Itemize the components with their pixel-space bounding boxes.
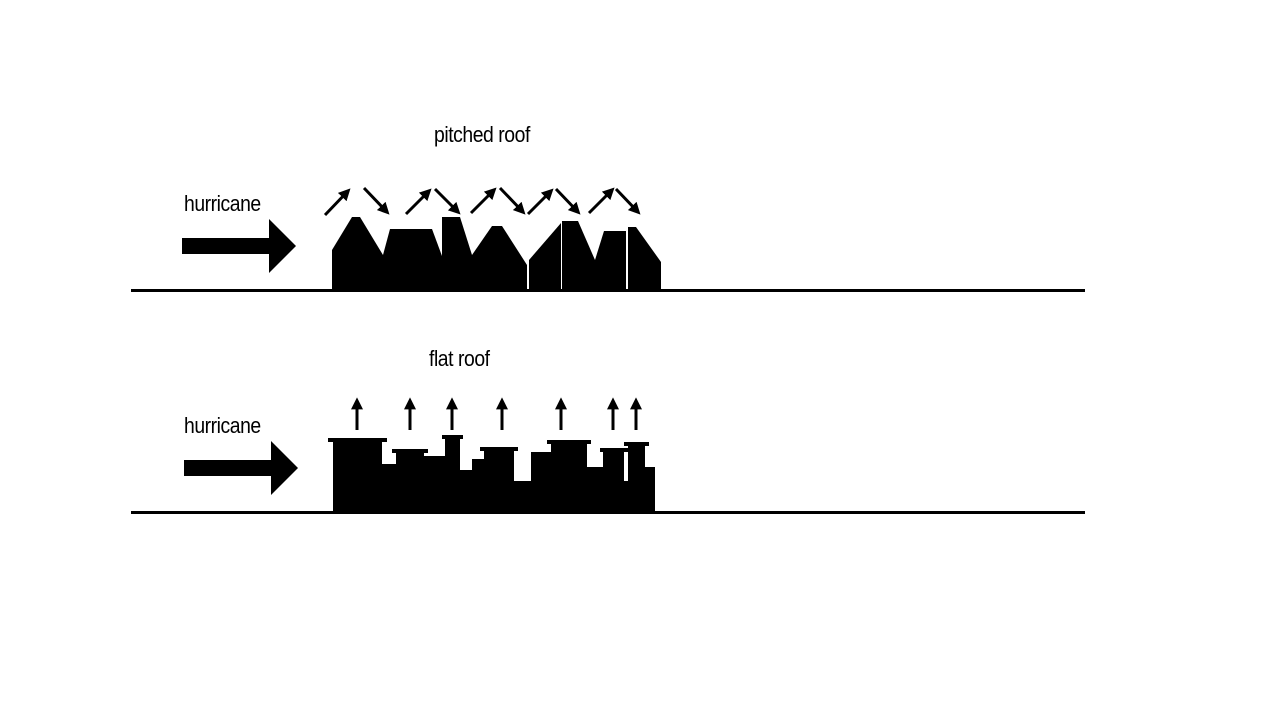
arrow-up-right-icon [587,187,615,215]
pitched-building [562,221,595,290]
pitched-roof-panel [131,186,1085,292]
arrow-down-right-icon [614,187,641,215]
roof-cap [328,438,387,442]
roof-cap [392,449,428,453]
flat-uplift-arrows [351,397,642,430]
flat-hurricane-label: hurricane [184,413,261,438]
flat-roof-title: flat roof [429,346,490,371]
roof-cap [442,435,463,439]
pitched-building [332,217,383,290]
pitched-roof-title: pitched roof [434,122,530,147]
pitched-hurricane-label: hurricane [184,191,261,216]
pitched-building [442,217,472,290]
pitched-buildings [332,217,661,290]
arrow-up-right-icon [323,188,351,217]
roof-cap [547,440,591,444]
roof-cap [624,442,649,446]
arrow-up-right-icon [526,188,554,216]
flat-buildings [333,439,655,512]
arrow-down-right-icon [362,186,390,215]
pitched-building [628,227,661,290]
flat-building-skyline [333,439,655,512]
arrow-down-right-icon [498,186,526,215]
roof-cap [600,448,628,452]
arrow-up-right-icon [404,188,432,216]
flat-roof-caps [328,435,649,453]
arrow-down-right-icon [554,187,581,215]
pitched-building [595,231,626,290]
pitched-wind-arrows [323,186,641,217]
arrow-down-right-icon [433,187,461,215]
flat-roof-panel [131,397,1085,514]
pitched-hurricane-arrow-icon [182,219,296,273]
pitched-building [383,229,442,290]
pitched-building [529,223,561,290]
pitched-building [472,226,527,290]
roof-cap [480,447,518,451]
arrow-up-right-icon [469,187,497,215]
flat-hurricane-arrow-icon [184,441,298,495]
